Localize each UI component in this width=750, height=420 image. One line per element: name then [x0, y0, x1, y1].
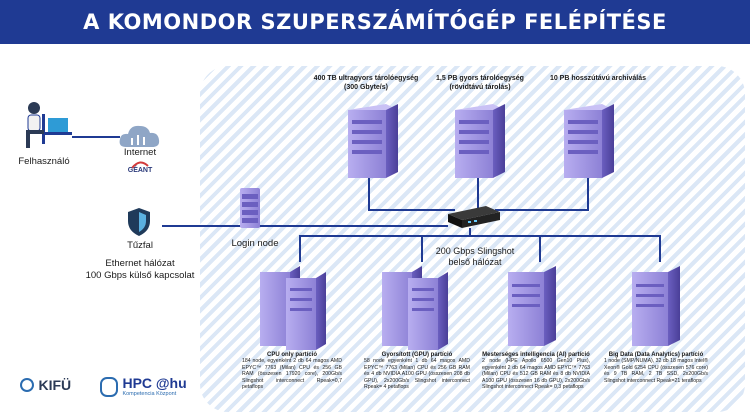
gpu-partition-title: Gyorsított (GPU) partíció — [381, 352, 453, 358]
slingshot-label-2: belső hálózat — [448, 257, 502, 267]
login-node-label: Login node — [231, 238, 279, 249]
hpc-logo-text: HPC @hu — [122, 375, 187, 391]
storage-label-2-line2: (rövidtávú tárolás) — [449, 84, 511, 91]
cpu-partition-servers-icon — [260, 266, 326, 350]
slingshot-switch-icon — [448, 206, 500, 228]
login-node-server-icon — [240, 188, 260, 228]
ai-partition-desc: 2 node (HPE Apollo 6500 Gen10 Plus), egy… — [482, 358, 590, 391]
cpu-partition-title: CPU only partíció — [266, 352, 317, 358]
storage-server-2-icon — [455, 104, 505, 178]
bigdata-partition-title: Big Data (Data Analytics) partíció — [608, 352, 704, 358]
storage-server-1-icon — [348, 104, 398, 178]
storage-label-1: 400 TB ultragyors tárolóegység (300 Gbyt… — [296, 74, 436, 92]
kifu-logo: KIFÜ — [20, 376, 71, 394]
internet-label: Internet — [123, 147, 157, 158]
kifu-logo-icon — [20, 377, 34, 392]
ai-partition-server-icon — [508, 266, 556, 346]
user-label: Felhasználó — [18, 156, 70, 167]
hpc-brain-icon — [100, 376, 118, 397]
ai-partition-title: Mesterséges intelligencia (AI) partíció — [482, 352, 590, 358]
gpu-partition-desc: 58 node egyenként 1 db 64 magos AMD EPYC… — [364, 358, 470, 391]
ethernet-label-2: 100 Gbps külső kapcsolat — [85, 270, 195, 281]
ai-partition-block: Mesterséges intelligencia (AI) partíció … — [482, 352, 590, 391]
gpu-partition-block: Gyorsított (GPU) partíció 58 node egyenk… — [364, 352, 470, 391]
user-icon — [26, 102, 72, 148]
storage-label-3: 10 PB hosszútávú archiválás — [528, 74, 668, 83]
firewall-label: Tűzfal — [127, 240, 153, 251]
storage-label-2: 1,5 PB gyors tárolóegység (rövidtávú tár… — [410, 74, 550, 92]
cpu-partition-block: CPU only partíció 184 node, egyenként 2 … — [242, 352, 342, 391]
cpu-partition-desc: 184 node, egyenként 2 db 64 magos AMD EP… — [242, 358, 342, 391]
internet-cloud-icon — [119, 125, 160, 147]
title-banner: A KOMONDOR SZUPERSZÁMÍTÓGÉP FELÉPÍTÉSE — [0, 0, 750, 44]
bigdata-partition-server-icon — [632, 266, 680, 346]
kifu-logo-text: KIFÜ — [38, 376, 72, 393]
hpc-logo-sub: Kompetencia Központ — [122, 391, 177, 397]
page-title: A KOMONDOR SZUPERSZÁMÍTÓGÉP FELÉPÍTÉSE — [83, 10, 667, 34]
storage-server-3-icon — [564, 104, 614, 178]
slingshot-label: 200 Gbps Slingshot belső hálózat — [420, 246, 530, 268]
gpu-partition-servers-icon — [382, 266, 448, 350]
bigdata-partition-block: Big Data (Data Analytics) partíció 1 nod… — [604, 352, 708, 384]
storage-label-3-line1: 10 PB hosszútávú archiválás — [549, 75, 647, 82]
slingshot-label-1: 200 Gbps Slingshot — [435, 246, 515, 256]
storage-label-2-line1: 1,5 PB gyors tárolóegység — [436, 75, 524, 82]
storage-label-1-line1: 400 TB ultragyors tárolóegység — [313, 75, 419, 82]
geant-label: GÉANT — [127, 167, 153, 174]
hpc-logo: HPC @hu Kompetencia Központ — [100, 376, 187, 397]
ethernet-label-1: Ethernet hálózat — [105, 258, 175, 269]
firewall-shield-icon — [128, 208, 150, 236]
storage-label-1-line2: (300 Gbyte/s) — [344, 84, 388, 91]
bigdata-partition-desc: 1 node (SMP/NUMA), 32 db 18 magos Intel®… — [604, 358, 708, 384]
geant-logo-icon — [131, 161, 149, 169]
